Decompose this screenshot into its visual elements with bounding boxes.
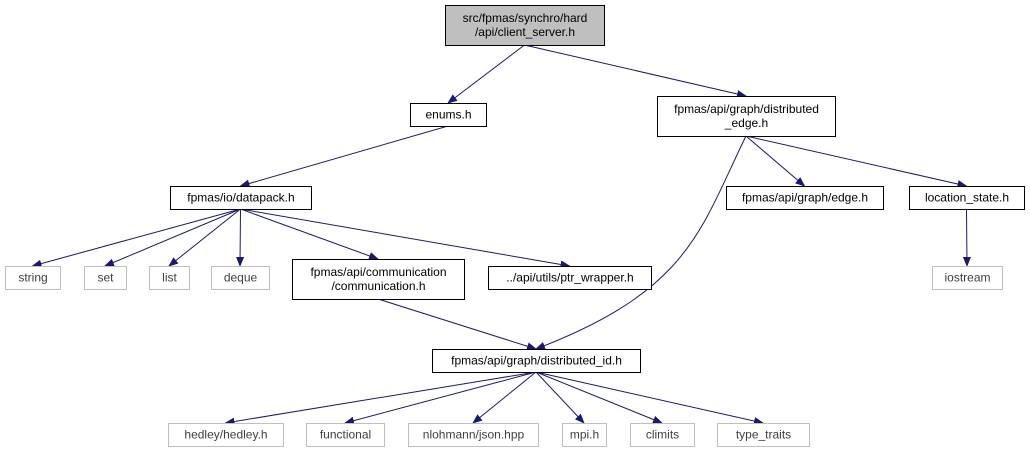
node-label-root-line-2: /api/client_server.h bbox=[475, 25, 575, 39]
edge-datapack-to-list bbox=[168, 208, 241, 267]
edge-distributed_id-to-functional bbox=[344, 371, 537, 425]
node-label-functional: functional bbox=[320, 428, 371, 442]
node-label-edge: fpmas/api/graph/edge.h bbox=[742, 191, 868, 205]
node-label-communication-line-2: /communication.h bbox=[331, 279, 425, 293]
node-deque: deque bbox=[211, 266, 270, 290]
edge-root-to-enums bbox=[447, 44, 525, 104]
node-list: list bbox=[149, 266, 190, 290]
edge-distributed_id-to-mpi bbox=[535, 371, 585, 424]
node-ptr_wrapper[interactable]: ../api/utils/ptr_wrapper.h bbox=[488, 266, 652, 290]
node-box-json bbox=[408, 423, 539, 447]
node-box-hedley bbox=[168, 423, 284, 447]
node-label-climits: climits bbox=[646, 428, 679, 442]
node-edge[interactable]: fpmas/api/graph/edge.h bbox=[726, 186, 884, 210]
edge-distributed_id-to-hedley bbox=[224, 371, 537, 426]
node-location_state[interactable]: location_state.h bbox=[909, 186, 1025, 210]
node-mpi: mpi.h bbox=[562, 423, 607, 447]
node-label-distributed_edge-line-1: fpmas/api/graph/distributed bbox=[674, 102, 819, 116]
node-type_traits: type_traits bbox=[717, 423, 810, 447]
node-label-json: nlohmann/json.hpp bbox=[423, 428, 525, 442]
node-box-edge bbox=[726, 186, 884, 210]
node-label-enums: enums.h bbox=[425, 108, 471, 122]
edge-root-to-distributed_edge bbox=[524, 44, 747, 98]
node-label-datapack: fpmas/io/datapack.h bbox=[187, 191, 294, 205]
node-climits: climits bbox=[630, 423, 695, 447]
node-box-string bbox=[5, 266, 61, 290]
edge-distributed_id-to-climits bbox=[535, 371, 663, 424]
node-box-climits bbox=[630, 423, 695, 447]
nodes-layer: src/fpmas/synchro/hard/api/client_server… bbox=[5, 5, 1025, 447]
node-label-root-line-1: src/fpmas/synchro/hard bbox=[463, 11, 588, 25]
node-iostream: iostream bbox=[932, 266, 1003, 290]
node-label-location_state: location_state.h bbox=[925, 191, 1009, 205]
node-label-distributed_edge-line-2: _edge.h bbox=[724, 116, 768, 130]
node-box-functional bbox=[306, 423, 385, 447]
edge-datapack-to-communication bbox=[240, 208, 379, 260]
node-box-distributed_edge bbox=[657, 96, 836, 137]
node-box-communication bbox=[292, 259, 465, 300]
edge-distributed_edge-to-location_state bbox=[745, 135, 968, 188]
node-box-set bbox=[84, 266, 127, 290]
edge-communication-to-distributed_id bbox=[377, 298, 537, 351]
node-root[interactable]: src/fpmas/synchro/hard/api/client_server… bbox=[445, 5, 605, 46]
edge-location_state-to-iostream bbox=[962, 208, 971, 267]
node-string: string bbox=[5, 266, 61, 290]
edges-layer bbox=[31, 44, 971, 426]
edge-datapack-to-ptr_wrapper bbox=[240, 208, 571, 269]
edge-distributed_edge-to-edge bbox=[745, 135, 806, 187]
node-hedley: hedley/hedley.h bbox=[168, 423, 284, 447]
node-json: nlohmann/json.hpp bbox=[408, 423, 539, 447]
node-distributed_id[interactable]: fpmas/api/graph/distributed_id.h bbox=[432, 349, 641, 373]
node-label-iostream: iostream bbox=[944, 271, 990, 285]
edge-enums-to-datapack bbox=[239, 125, 449, 188]
node-box-deque bbox=[211, 266, 270, 290]
node-functional: functional bbox=[306, 423, 385, 447]
node-label-set: set bbox=[97, 271, 114, 285]
node-box-mpi bbox=[562, 423, 607, 447]
node-label-type_traits: type_traits bbox=[736, 428, 791, 442]
node-label-ptr_wrapper: ../api/utils/ptr_wrapper.h bbox=[506, 271, 633, 285]
node-label-list: list bbox=[162, 271, 177, 285]
node-box-location_state bbox=[909, 186, 1025, 210]
node-box-root bbox=[445, 5, 605, 46]
node-box-type_traits bbox=[717, 423, 810, 447]
node-box-iostream bbox=[932, 266, 1003, 290]
node-distributed_edge[interactable]: fpmas/api/graph/distributed_edge.h bbox=[657, 96, 836, 137]
node-box-distributed_id bbox=[432, 349, 641, 373]
node-box-ptr_wrapper bbox=[488, 266, 652, 290]
node-label-string: string bbox=[18, 271, 47, 285]
node-label-distributed_id: fpmas/api/graph/distributed_id.h bbox=[451, 354, 622, 368]
node-box-datapack bbox=[170, 186, 312, 210]
node-label-communication-line-1: fpmas/api/communication bbox=[310, 265, 446, 279]
node-label-hedley: hedley/hedley.h bbox=[184, 428, 267, 442]
node-datapack[interactable]: fpmas/io/datapack.h bbox=[170, 186, 312, 210]
edge-datapack-to-set bbox=[104, 208, 241, 267]
node-communication[interactable]: fpmas/api/communication/communication.h bbox=[292, 259, 465, 300]
edge-datapack-to-deque bbox=[236, 208, 245, 267]
edge-distributed_edge-to-distributed_id bbox=[535, 135, 747, 350]
node-box-enums bbox=[410, 103, 487, 127]
node-label-deque: deque bbox=[224, 271, 258, 285]
node-set: set bbox=[84, 266, 127, 290]
node-label-mpi: mpi.h bbox=[570, 428, 599, 442]
node-enums[interactable]: enums.h bbox=[410, 103, 487, 127]
edge-datapack-to-string bbox=[31, 208, 241, 268]
node-box-list bbox=[149, 266, 190, 290]
edge-distributed_id-to-json bbox=[472, 371, 537, 424]
edge-distributed_id-to-type_traits bbox=[535, 371, 764, 425]
